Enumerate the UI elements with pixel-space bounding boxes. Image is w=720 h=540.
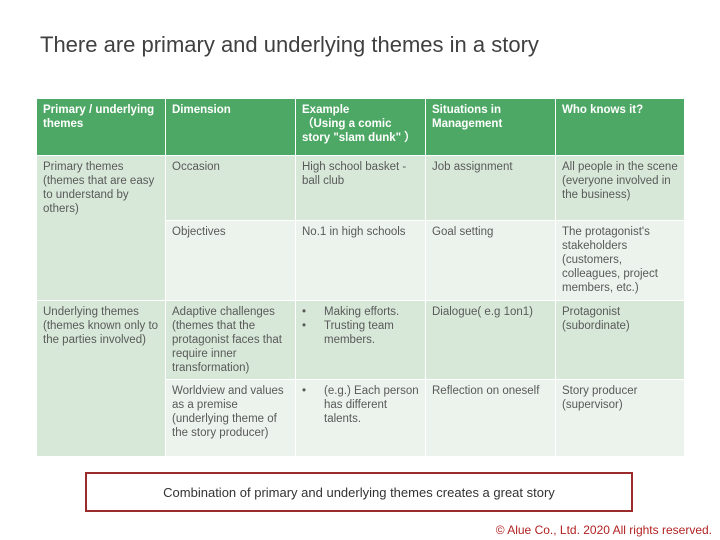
example-cell: High school basket - ball club [295,155,426,221]
example-cell: No.1 in high schools [295,220,426,301]
summary-text: Combination of primary and underlying th… [163,484,555,500]
table-row: Objectives No.1 in high schools Goal set… [37,220,685,301]
dimension-cell: Objectives [165,220,296,301]
list-item: • (e.g.) Each person has different talen… [302,384,420,426]
who-cell: Story producer (supervisor) [555,379,685,457]
bullet-text: Trusting team members. [324,320,394,346]
situation-cell: Job assignment [425,155,556,221]
slide-title: There are primary and underlying themes … [40,32,539,57]
header-who: Who knows it? [555,98,685,156]
dimension-cell: Adaptive challenges (themes that the pro… [165,300,296,380]
bullet: • [302,320,307,332]
header-situations: Situations in Management [425,98,556,156]
situation-cell: Reflection on oneself [425,379,556,457]
header-example-title: Example [302,104,350,116]
theme-cell-underlying: Underlying themes (themes known only to … [36,300,166,457]
table-row: Worldview and values as a premise (under… [37,379,685,457]
table-row: Primary themes (themes that are easy to … [36,155,685,301]
header-theme: Primary / underlying themes [36,98,166,156]
who-cell: Protagonist (subordinate) [555,300,685,380]
list-item: • Making efforts. [302,305,420,319]
bullet: • [302,385,307,397]
bullet-text: Making efforts. [324,306,400,318]
bullet-text: (e.g.) Each person has different talents… [324,385,419,425]
copyright-notice: © Alue Co., Ltd. 2020 All rights reserve… [495,523,712,537]
list-item: • Trusting team members. [302,319,420,347]
bullet: • [302,306,307,318]
situation-cell: Goal setting [425,220,556,301]
dimension-cell: Occasion [165,155,296,221]
example-cell: • (e.g.) Each person has different talen… [295,379,426,457]
summary-box: Combination of primary and underlying th… [85,472,633,512]
table-header-row: Primary / underlying themes Dimension Ex… [36,98,685,156]
example-cell: • Making efforts. • Trusting team member… [295,300,426,380]
who-cell: All people in the scene (everyone involv… [555,155,685,221]
situation-cell: Dialogue( e.g 1on1) [425,300,556,380]
who-cell: The protagonist's stakeholders (customer… [555,220,685,301]
table-row: Underlying themes (themes known only to … [36,300,685,457]
dimension-cell: Worldview and values as a premise (under… [165,379,296,457]
header-example: Example （Using a comic story "slam dunk"… [295,98,426,156]
header-dimension: Dimension [165,98,296,156]
header-example-subtitle: （Using a comic story "slam dunk" ） [302,118,416,144]
theme-cell-primary: Primary themes (themes that are easy to … [36,155,166,301]
themes-table: Primary / underlying themes Dimension Ex… [36,98,685,457]
